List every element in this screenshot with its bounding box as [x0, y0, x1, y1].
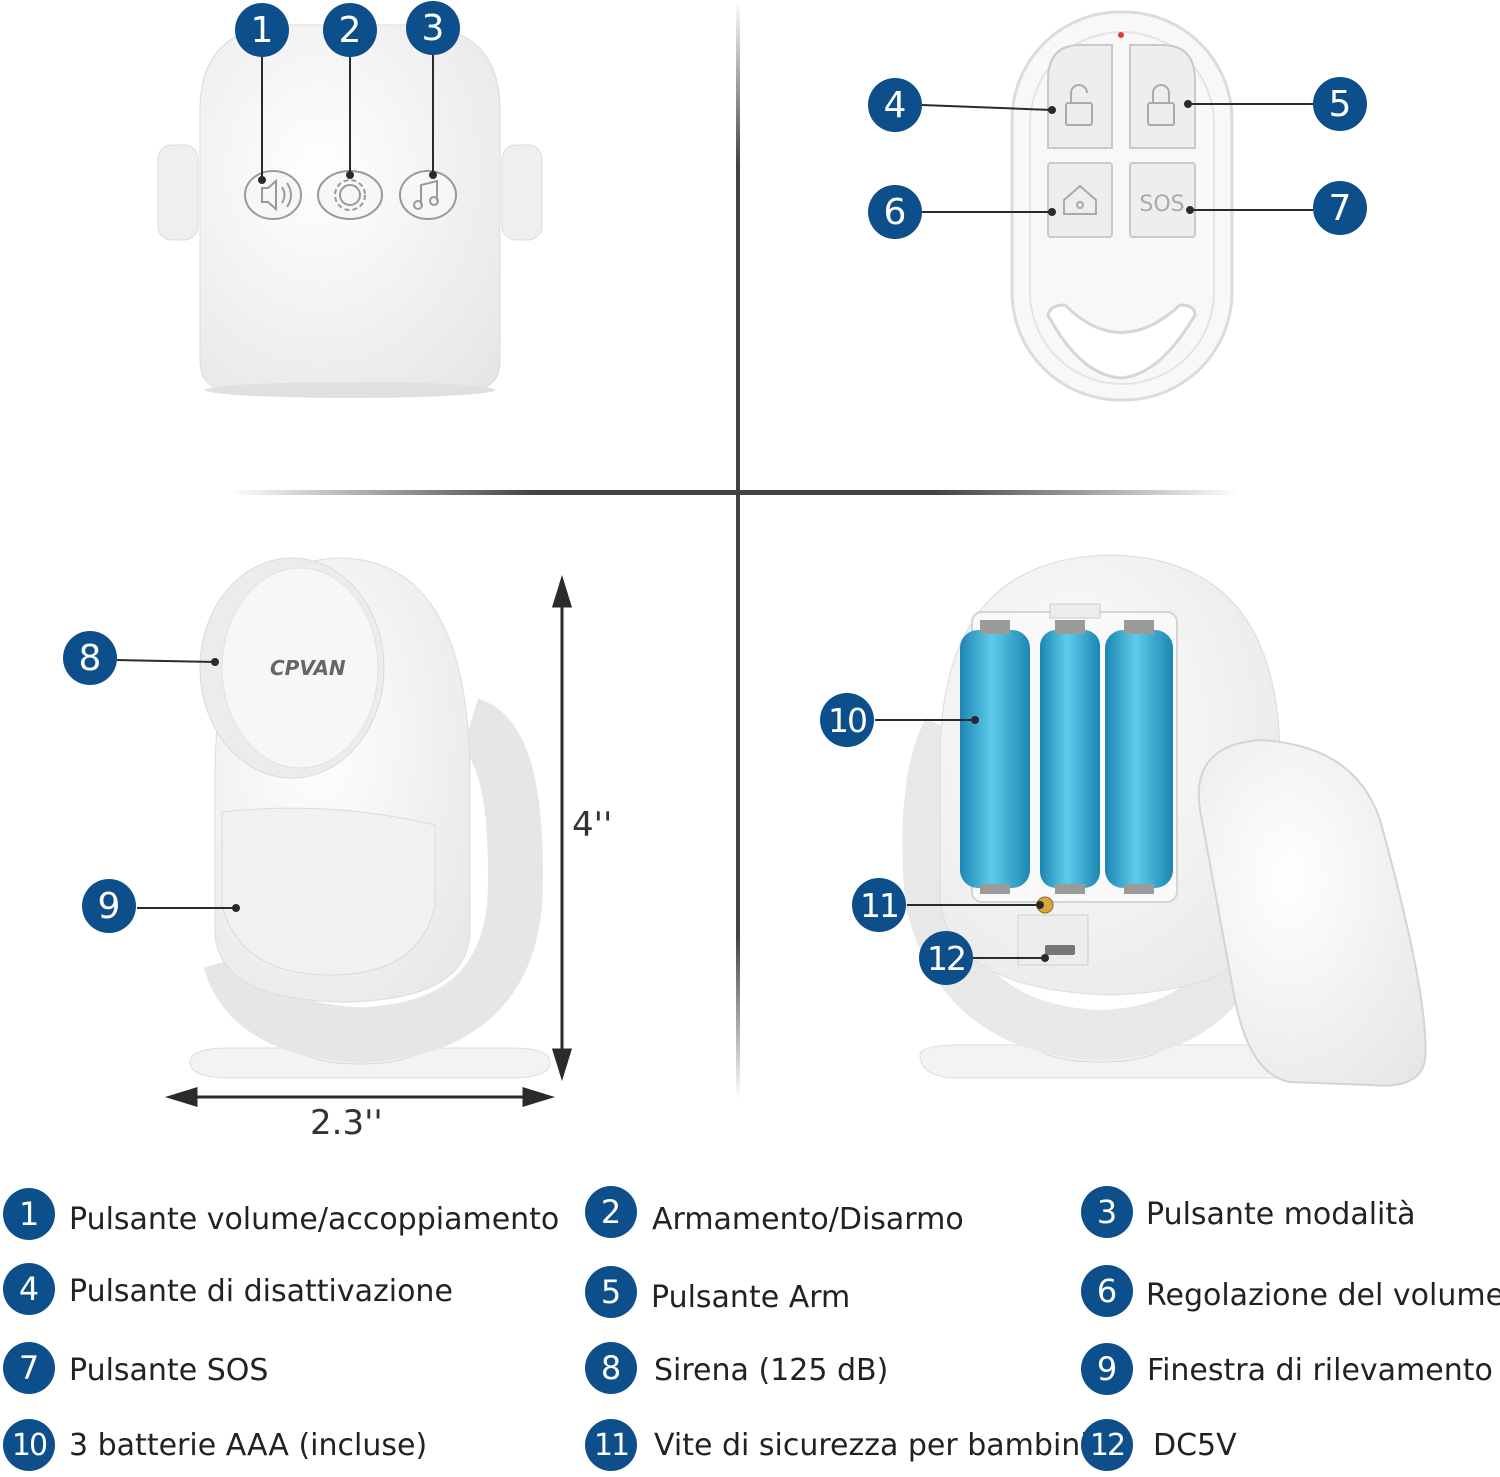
- legend-badge-8: 8: [585, 1342, 637, 1394]
- callout-badge-4: 4: [868, 78, 922, 132]
- callout-badge-3: 3: [406, 1, 460, 55]
- callout-badge-7: 7: [1313, 181, 1367, 235]
- callout-badge-12: 12: [919, 931, 973, 985]
- music-note-icon: [399, 170, 457, 220]
- callout-badge-8: 8: [63, 631, 117, 685]
- legend-text-9: Finestra di rilevamento: [1147, 1353, 1493, 1388]
- callout-badge-1: 1: [235, 3, 289, 57]
- speaker-icon: [244, 170, 302, 220]
- legend-text-2: Armamento/Disarmo: [652, 1202, 964, 1237]
- width-dimension-label: 2.3'': [310, 1103, 383, 1143]
- legend-text-6: Regolazione del volume: [1146, 1278, 1500, 1313]
- legend-badge-6: 6: [1081, 1265, 1133, 1317]
- callout-lines-top-left: [258, 55, 437, 184]
- unlock-icon: [1065, 84, 1093, 126]
- legend-badge-7: 7: [3, 1342, 55, 1394]
- legend-badge-3: 3: [1081, 1186, 1133, 1238]
- legend-badge-2: 2: [585, 1186, 637, 1238]
- dimension-arrows: [164, 574, 573, 1108]
- legend-text-12: DC5V: [1153, 1428, 1237, 1463]
- legend-badge-12: 12: [1081, 1419, 1133, 1471]
- legend-text-1: Pulsante volume/accoppiamento: [69, 1202, 560, 1237]
- lock-icon: [1147, 84, 1175, 126]
- callout-badge-6: 6: [868, 185, 922, 239]
- legend-text-11: Vite di sicurezza per bambini: [654, 1428, 1089, 1463]
- legend-badge-11: 11: [585, 1419, 637, 1471]
- legend-badge-10: 10: [3, 1419, 55, 1471]
- legend-badge-4: 4: [3, 1263, 55, 1315]
- legend-text-3: Pulsante modalità: [1146, 1197, 1416, 1232]
- legend-badge-1: 1: [3, 1188, 55, 1240]
- divider-vertical: [736, 0, 740, 1100]
- legend-text-5: Pulsante Arm: [651, 1280, 851, 1315]
- height-dimension-label: 4'': [572, 805, 613, 845]
- callout-badge-10: 10: [820, 693, 874, 747]
- remote-sos-label: SOS: [1139, 192, 1184, 217]
- legend-text-4: Pulsante di disattivazione: [69, 1274, 453, 1309]
- callout-lines-battery: [875, 716, 1049, 962]
- remote-control: [1010, 10, 1234, 402]
- callout-badge-5: 5: [1313, 77, 1367, 131]
- legend-text-7: Pulsante SOS: [69, 1353, 269, 1388]
- callout-badge-11: 11: [852, 878, 906, 932]
- callout-lines-front: [116, 658, 240, 912]
- legend-badge-9: 9: [1081, 1343, 1133, 1395]
- legend-text-8: Sirena (125 dB): [654, 1353, 889, 1388]
- legend-text-10: 3 batterie AAA (incluse): [69, 1428, 428, 1463]
- battery-2: [1040, 620, 1100, 894]
- battery-1: [960, 620, 1030, 894]
- battery-3: [1105, 620, 1173, 894]
- callout-lines-remote: [921, 100, 1313, 216]
- callout-badge-9: 9: [82, 879, 136, 933]
- callout-badge-2: 2: [323, 3, 377, 57]
- home-icon: [1063, 184, 1097, 215]
- sensor-front-view: [189, 557, 551, 1079]
- legend-badge-5: 5: [585, 1266, 637, 1318]
- divider-horizontal: [230, 490, 1240, 495]
- brand-logo: CPVAN: [270, 656, 346, 680]
